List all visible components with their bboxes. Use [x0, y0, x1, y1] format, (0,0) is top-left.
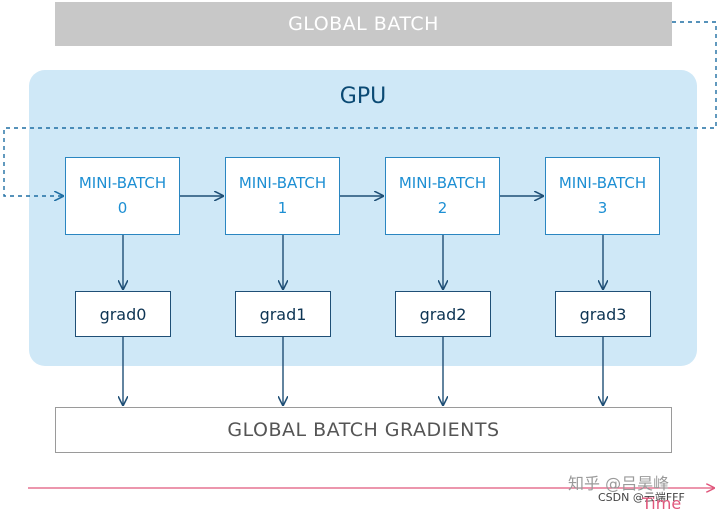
mini-batch-2-label: MINI-BATCH: [398, 174, 487, 192]
grad-box-1: grad1: [235, 291, 331, 337]
mini-batch-1: MINI-BATCH 1: [225, 157, 340, 235]
dashed-feed-arrow: [3, 21, 717, 196]
grad-box-3: grad3: [555, 291, 651, 337]
global-batch-gradients-bar: GLOBAL BATCH GRADIENTS: [55, 407, 672, 453]
watermark-csdn: CSDN @云端FFF: [598, 491, 685, 504]
mini-batch-1-label: MINI-BATCH: [238, 174, 327, 192]
mini-batch-3-index: 3: [597, 199, 608, 217]
time-label: Time: [642, 494, 682, 513]
mini-batch-2-index: 2: [437, 199, 448, 217]
mini-batch-3: MINI-BATCH 3: [545, 157, 660, 235]
global-batch-bar: GLOBAL BATCH: [55, 2, 672, 46]
gpu-title: GPU: [339, 84, 387, 109]
mini-batch-2: MINI-BATCH 2: [385, 157, 500, 235]
mini-batch-3-label: MINI-BATCH: [558, 174, 647, 192]
watermark-zhihu: 知乎 @吕昊峰: [568, 474, 670, 493]
mini-batch-1-index: 1: [277, 199, 288, 217]
mini-batch-0: MINI-BATCH 0: [65, 157, 180, 235]
grad-box-2: grad2: [395, 291, 491, 337]
grad-box-0: grad0: [75, 291, 171, 337]
mini-batch-0-label: MINI-BATCH: [78, 174, 167, 192]
mini-batch-0-index: 0: [117, 199, 128, 217]
